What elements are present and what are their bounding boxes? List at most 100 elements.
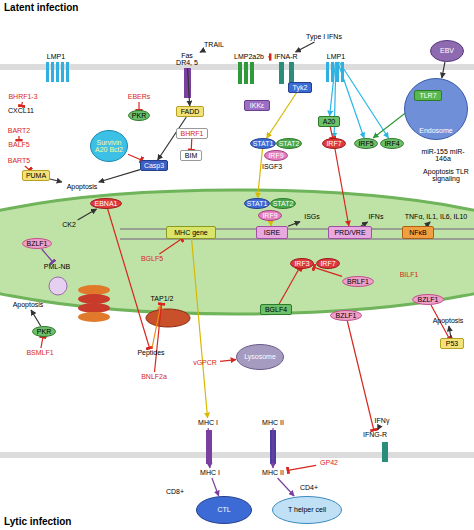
protein-label: BHRF1-3 <box>4 92 42 102</box>
node-text: miR-155 miR-146a <box>418 148 468 163</box>
activation-arrow <box>338 62 364 138</box>
protein-ellipse: STAT1 <box>244 198 270 209</box>
node-text: Survivin A20 Bcl2 <box>90 139 128 154</box>
ellipse-shape <box>273 497 342 524</box>
protein-label: MHC I <box>194 418 222 428</box>
node-text: PKR <box>132 112 146 119</box>
inhibition-arrow <box>128 154 141 160</box>
protein-ellipse: STAT1 <box>250 138 276 149</box>
activation-arrow <box>278 478 295 496</box>
ellipse-shape <box>129 111 150 121</box>
plasma-membrane <box>0 64 474 70</box>
activation-arrow <box>31 310 41 326</box>
node-text: Apoptosis <box>67 183 98 190</box>
node-text: Lysosome <box>244 353 276 360</box>
inhibition-arrow <box>159 239 181 254</box>
nucleus <box>0 190 474 314</box>
node-text: STAT1 <box>253 140 274 147</box>
node-text: PKR <box>37 328 51 335</box>
protein-ellipse: IRF7 <box>316 258 340 269</box>
activation-arrow <box>78 209 97 220</box>
ellipse-shape <box>277 139 302 149</box>
inhibition-arrow <box>18 136 19 140</box>
node-text: IRF4 <box>384 140 399 147</box>
transmembrane-segment <box>238 62 242 84</box>
ellipse-shape <box>413 295 444 305</box>
protein-ellipse: EBNA1 <box>90 198 122 209</box>
activation-arrow <box>442 62 445 78</box>
ellipse-shape <box>431 41 464 62</box>
protein-label: LMP2a2b <box>230 52 268 62</box>
activation-arrow <box>288 222 300 227</box>
protein-ellipse: STAT2 <box>276 138 302 149</box>
protein-ellipse: IRF7 <box>322 138 346 149</box>
protein-ellipse: EBV <box>430 40 464 62</box>
ellipse-shape <box>245 199 270 209</box>
transmembrane-segment <box>244 62 248 84</box>
section-heading: Lytic infection <box>4 516 71 527</box>
protein-ellipse: IRF9 <box>258 210 282 221</box>
proteasome-ring <box>78 303 110 313</box>
node-text: BGLF5 <box>141 255 163 262</box>
node-text: IRF7 <box>320 260 335 267</box>
protein-label: TRAIL <box>200 40 228 50</box>
proteasome-ring <box>78 294 110 304</box>
protein-box: BIM <box>180 150 202 161</box>
node-text: STAT2 <box>273 200 294 207</box>
protein-box: ISRE <box>256 226 288 239</box>
activation-arrow <box>449 326 451 338</box>
ellipse-shape <box>33 327 56 337</box>
node-text: TRAIL <box>204 41 224 48</box>
node-text: STAT2 <box>279 140 300 147</box>
node-text: BHRF1-3 <box>8 93 37 100</box>
ellipse-shape <box>355 139 378 149</box>
protein-label: Fas DR4, 5 <box>174 50 200 68</box>
transmembrane-segment <box>250 62 254 84</box>
protein-label: Type I IFNs <box>300 32 348 42</box>
ellipse-shape <box>317 259 340 269</box>
protein-ellipse: EndosomeTLR7 <box>404 78 468 140</box>
node-text: Casp3 <box>144 162 164 169</box>
node-text: ISGs <box>304 213 320 220</box>
node-text: IFNG-R <box>363 431 387 438</box>
node-text: Endosome <box>419 127 452 134</box>
activation-arrow <box>220 360 236 362</box>
inhibition-arrow <box>330 127 333 138</box>
protein-label: BSMLF1 <box>22 348 58 358</box>
node-text: Apoptosis <box>13 301 44 308</box>
protein-ellipse: IRF9 <box>264 150 288 161</box>
protein-ellipse: Survivin A20 Bcl2 <box>90 130 128 162</box>
protein-label: MHC II <box>258 418 288 428</box>
activation-arrow <box>192 239 208 418</box>
section-heading: Latent infection <box>4 2 78 13</box>
protein-label: BART5 <box>4 156 34 166</box>
activation-arrow <box>267 93 297 138</box>
ellipse-shape <box>381 139 404 149</box>
node-text: EBNA1 <box>95 200 118 207</box>
node-text: PUMA <box>26 172 46 179</box>
ellipse-shape <box>197 497 252 524</box>
node-text: MHC II <box>262 469 284 476</box>
node-text: MHC I <box>198 419 218 426</box>
node-text: CK2 <box>62 221 76 228</box>
protein-label: CK2 <box>58 220 80 230</box>
activation-arrow <box>335 149 349 226</box>
ellipse-shape <box>323 139 346 149</box>
activation-arrow <box>272 428 273 468</box>
protein-label: TAP1/2 <box>146 294 178 304</box>
node-text: IFNs <box>369 213 384 220</box>
receptor-chain <box>279 62 284 84</box>
protein-label: Apoptosis <box>428 316 468 326</box>
inhibition-arrow <box>41 337 43 348</box>
node-text: IFNA-R <box>274 53 297 60</box>
connectors <box>19 42 451 496</box>
protein-ellipse: IRF4 <box>380 138 404 149</box>
inhibition-arrow <box>155 304 162 372</box>
node-text: Tyk2 <box>293 84 308 91</box>
ellipse-shape <box>271 199 296 209</box>
activation-arrow <box>212 478 219 496</box>
node-text: BZLF1 <box>335 312 356 319</box>
node-text: NFκB <box>409 229 427 236</box>
activation-arrow <box>258 149 263 198</box>
protein-label: LMP1 <box>322 52 350 62</box>
